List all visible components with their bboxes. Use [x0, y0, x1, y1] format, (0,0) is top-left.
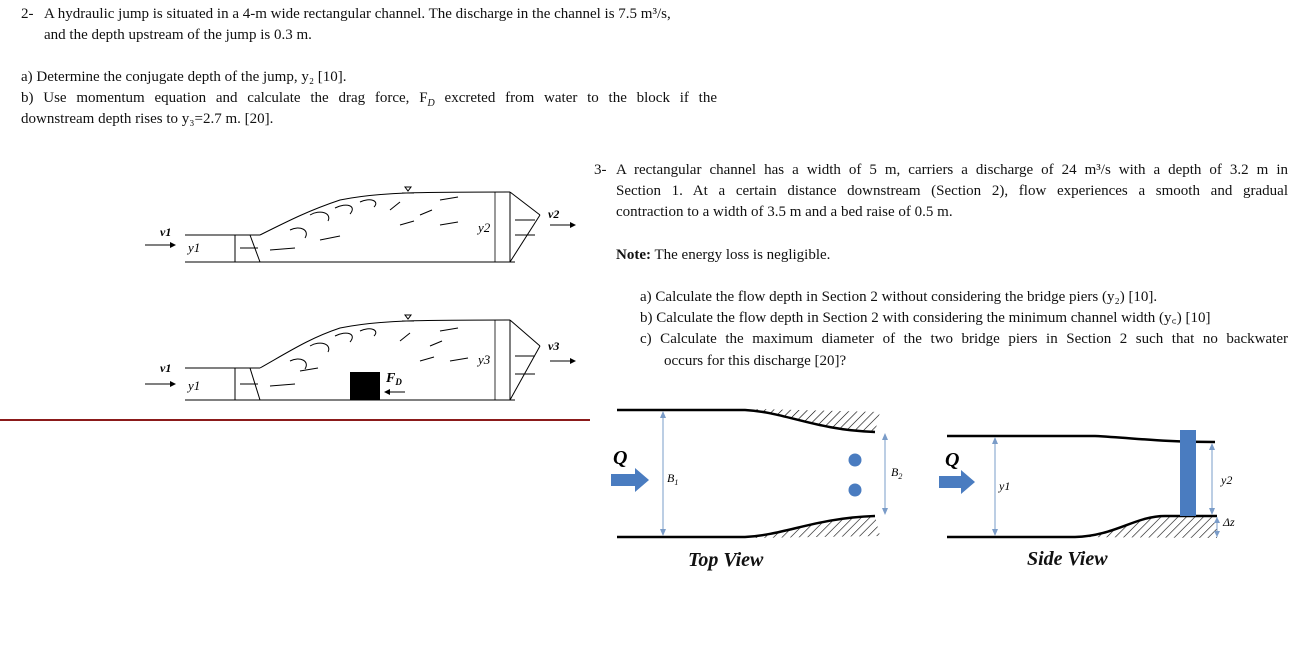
q2-number: 2- [21, 6, 34, 22]
top-q-label: Q [613, 447, 627, 469]
note-label: Note: [616, 247, 651, 263]
hydraulic-jump-figure: v1 y1 y2 v2 [145, 186, 576, 263]
q3-part-a: a) Calculate the flow depth in Section 2… [640, 289, 1158, 305]
water-surface [947, 434, 1216, 444]
fd-label: FD [385, 371, 402, 387]
section-divider [0, 419, 590, 421]
q3-number: 3- [594, 162, 607, 178]
side-q-label: Q [945, 449, 959, 471]
bridge-pier-1 [848, 453, 862, 467]
top-view-figure: Q B1 B2 [611, 408, 902, 539]
side-y1-label: y1 [998, 479, 1010, 493]
side-view-figure: Q y1 y2 Δz [939, 430, 1235, 539]
side-view-caption: Side View [1027, 548, 1108, 570]
side-dz-label: Δz [1222, 515, 1235, 529]
q2-part-b-rest: excreted from water to the block if the [434, 90, 717, 106]
q2-part-b-line2: downstream depth rises to y₃=2.7 m. [20]… [21, 111, 274, 127]
q3-line1: A rectangular channel has a width of 5 m… [616, 162, 1288, 178]
q2-part-a: a) Determine the conjugate depth of the … [21, 69, 347, 85]
q3-part-b: b) Calculate the flow depth in Section 2… [640, 310, 1211, 326]
q2-part-b-text: b) Use momentum equation and calculate t… [21, 90, 428, 106]
note-text: The energy loss is negligible. [650, 247, 831, 263]
q3-line2: Section 1. At a certain distance downstr… [616, 183, 1288, 199]
jump-profile-2 [259, 319, 511, 369]
bridge-pier-side [1180, 430, 1196, 516]
fig1-y1-label: y1 [186, 240, 200, 255]
obstruction-block [350, 372, 380, 400]
q3-part-c-line2: occurs for this discharge [20]? [664, 353, 847, 369]
q2-line1: A hydraulic jump is situated in a 4-m wi… [44, 6, 671, 22]
jump-profile [259, 191, 511, 236]
top-view-caption: Top View [688, 549, 764, 571]
fig2-y1-label: y1 [186, 378, 200, 393]
q2-fd-subscript: D [427, 98, 435, 109]
side-flow-arrow-icon [939, 470, 975, 494]
top-b2-label: B2 [891, 465, 902, 481]
q2-line2: and the depth upstream of the jump is 0.… [44, 27, 312, 43]
fig1-y2-label: y2 [476, 220, 491, 235]
side-y2-label: y2 [1220, 473, 1232, 487]
flow-arrow-icon [611, 468, 649, 492]
fig2-y3-label: y3 [476, 352, 491, 367]
top-b1-label: B1 [667, 471, 678, 487]
bridge-pier-2 [848, 483, 862, 497]
q2-part-b-line1: b) Use momentum equation and calculate t… [21, 88, 717, 114]
fig2-v1-label: v1 [160, 361, 171, 375]
q3-note: Note: The energy loss is negligible. [616, 245, 830, 266]
fig1-v2-label: v2 [548, 207, 559, 221]
fig1-v1-label: v1 [160, 225, 171, 239]
fig2-v3-label: v3 [548, 339, 559, 353]
jump-with-block-figure: v1 y1 y3 v3 FD [145, 314, 576, 401]
q3-part-c-line1: c) Calculate the maximum diameter of the… [640, 331, 1288, 347]
q3-line3: contraction to a width of 3.5 m and a be… [616, 204, 953, 220]
